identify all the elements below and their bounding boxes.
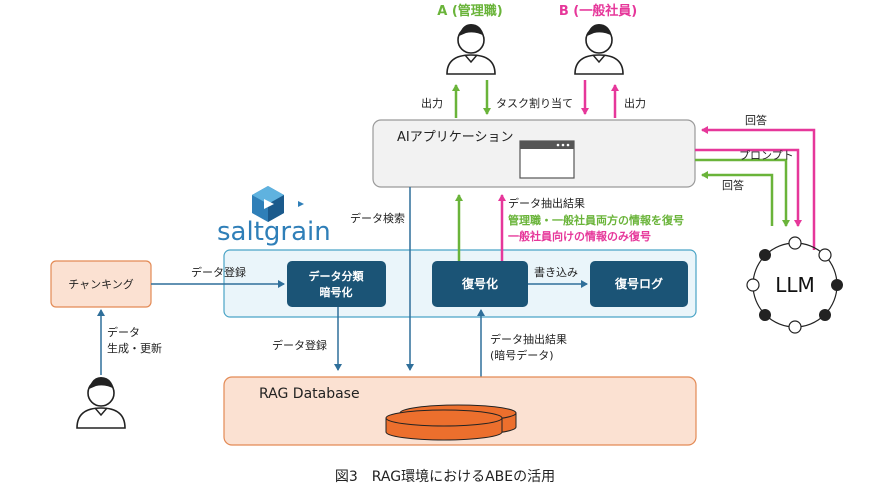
decrypt-log-box (590, 261, 688, 307)
saltgrain-logo-icon (252, 186, 304, 222)
label-output-b: 出力 (624, 96, 646, 110)
extract-result-green: 管理職・一般社員両方の情報を復号 (508, 213, 684, 227)
saltgrain-logo-text: saltgrain (217, 217, 331, 247)
rag-database-label: RAG Database (259, 386, 360, 402)
label-data-generate-line1: データ (107, 325, 140, 339)
chunking-label: チャンキング (68, 277, 134, 291)
extract-result-title: データ抽出結果 (508, 196, 585, 210)
label-data-generate-line2: 生成・更新 (107, 341, 162, 355)
label-data-search: データ検索 (350, 211, 405, 225)
classify-encrypt-label: データ分類暗号化 (309, 269, 365, 299)
llm-node (788, 236, 802, 250)
label-data-register-top: データ登録 (191, 265, 246, 279)
data-creator-icon (76, 377, 126, 429)
decrypt-label: 復号化 (461, 276, 498, 291)
llm-node (819, 309, 831, 321)
llm-node-ring (746, 236, 843, 334)
decrypt-log-label: 復号ログ (614, 276, 663, 291)
llm-node (831, 279, 843, 291)
arrow-answer-green (701, 171, 774, 226)
classify-encrypt-label-line2: 暗号化 (320, 285, 353, 299)
arrow-answer-pink (701, 126, 816, 250)
arrow-prompt-pink (695, 148, 802, 227)
app-window-icon (519, 140, 575, 179)
label-task-assign: タスク割り当て (496, 96, 573, 110)
label-write: 書き込み (534, 265, 578, 279)
figure-caption: 図3 RAG環境におけるABEの活用 (335, 469, 555, 485)
label-data-generate: データ 生成・更新 (107, 325, 162, 355)
ai-application-label: AIアプリケーション (397, 130, 513, 145)
label-data-register-bottom: データ登録 (272, 338, 327, 352)
llm-node (759, 309, 771, 321)
user-b-icon (574, 24, 624, 75)
extract-result-pink: 一般社員向けの情報のみ復号 (508, 229, 651, 243)
user-b-label: B (一般社員) (559, 3, 637, 19)
label-output-a: 出力 (421, 96, 443, 110)
arrow-prompt-green (695, 158, 790, 227)
label-answer-top: 回答 (745, 113, 767, 127)
label-extract-encrypted-line2: (暗号データ) (490, 348, 554, 362)
llm-node (759, 249, 771, 261)
label-answer-bottom: 回答 (722, 178, 744, 192)
classify-encrypt-label-line1: データ分類 (309, 269, 365, 283)
label-prompt: プロンプト (739, 149, 794, 162)
llm-label: LLM (775, 273, 815, 297)
label-extract-encrypted-line1: データ抽出結果 (490, 332, 567, 346)
user-a-label: A (管理職) (437, 3, 502, 19)
llm-node (746, 278, 760, 292)
llm-node (788, 320, 802, 334)
user-a-icon (446, 24, 496, 75)
classify-encrypt-box (287, 261, 386, 307)
llm-node (818, 248, 832, 262)
decrypt-box (432, 261, 528, 307)
label-extract-encrypted: データ抽出結果 (暗号データ) (490, 332, 571, 362)
database-cylinder-icon (385, 404, 517, 441)
